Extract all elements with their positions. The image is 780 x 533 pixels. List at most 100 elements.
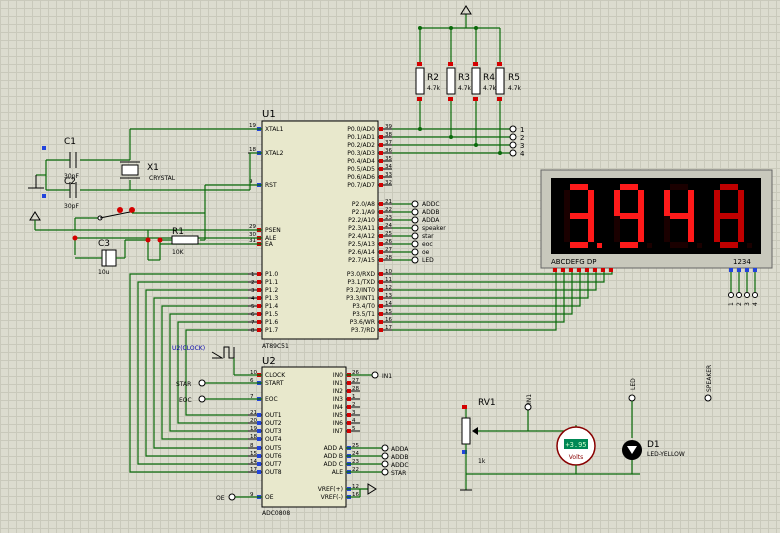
digit-terminal-label: 4 [752,302,759,306]
net-in1-label: IN1 [526,394,533,404]
u1-pin-name: P1.6 [265,319,278,326]
u2-pin-name: IN3 [333,396,343,403]
u1-pin-name: P3.6/WR [350,319,375,326]
u1-pin-name: P1.1 [265,279,278,286]
seven-segment-display[interactable]: ABCDEFG DP 1234 [540,169,773,269]
segment-d [620,242,638,248]
net-terminal[interactable] [411,200,419,208]
potentiometer-rv1[interactable]: RV1 1k IN1 [460,394,640,491]
p0-terminal-label: 4 [520,150,525,158]
net-terminal[interactable] [411,224,419,232]
r4-ref: R4 [483,73,495,83]
u1-pin-name: P2.5/A13 [348,241,375,248]
r4-value: 4.7k [483,85,497,92]
p3-bus-wires [392,272,613,331]
u1-pin-name: P1.2 [265,287,278,294]
reset-button[interactable] [97,207,135,221]
u1-pin-name: P2.3/A11 [348,225,375,232]
u1-pin-number: 12 [385,285,392,291]
segment-a [670,184,688,190]
segment-c [588,216,594,242]
u2-pin-name: VREF(-) [321,494,343,501]
u1-pin-number: 19 [249,123,256,129]
u2-pin-number: 6 [250,378,254,384]
u1-pin-name: P0.4/AD4 [347,158,375,165]
u2-pin-name: IN7 [333,428,343,435]
u1-pin-number: 21 [385,199,392,205]
resistor-r5[interactable]: R5 4.7k [495,28,522,153]
clock-source[interactable]: U2(CLOCK) [172,345,262,376]
segment-e [714,216,720,242]
u2-pin-number: 27 [352,378,359,384]
u2-pin-number: 23 [352,459,359,465]
u1-pin-name: XTAL1 [265,126,284,133]
u2-pin-number: 3 [352,410,356,416]
u1-pin-number: 1 [251,272,255,278]
segment-f [564,190,570,216]
u1-ref: U1 [262,109,276,120]
u1-pin-number: 35 [385,156,392,162]
p0-terminal-1[interactable] [509,125,517,133]
segment-dp [647,243,652,248]
led-d1[interactable]: LED D1 LED-YELLOW [622,378,685,474]
net-addb-label: ADDB [391,454,408,461]
c3-value: 10u [98,269,110,276]
u2-right-nets: IN1 ADDA ADDB ADDC STAR [346,371,409,498]
net-terminal[interactable] [411,248,419,256]
digit-terminal[interactable] [728,292,734,298]
digit-terminal[interactable] [736,292,742,298]
segment-a [720,184,738,190]
u1-pin-name: P3.2/INT0 [346,287,375,294]
net-terminal[interactable] [411,256,419,264]
u1-pin-number: 9 [249,179,253,185]
chip-u1[interactable]: U1 AT89C51 [261,109,379,350]
p0-terminal-3[interactable] [509,141,517,149]
segment-g [670,213,688,219]
u1-pin-name: P2.2/A10 [348,217,375,224]
display-digits [564,184,752,248]
segment-dp [697,243,702,248]
p0-terminal-4[interactable] [509,149,517,157]
capacitor-c2[interactable]: C2 30pF [64,177,79,210]
u1-pin-name: P3.5/T1 [352,311,375,318]
resistor-r3[interactable]: R3 4.7k [446,28,472,137]
u2-pin-name: CLOCK [265,372,286,379]
u1-pin-number: 30 [249,232,256,238]
segment-g [570,213,588,219]
u1-pin-name: P1.3 [265,295,278,302]
r5-ref: R5 [508,73,520,83]
u1-pin-number: 29 [249,224,256,230]
net-terminal[interactable] [411,216,419,224]
chip-u2[interactable]: U2 ADC0808 [261,356,347,517]
u1-pin-name: P0.6/AD6 [347,174,375,181]
speaker-terminal[interactable]: SPEAKER [704,365,713,402]
resistor-r2[interactable]: R2 4.7k [415,28,441,129]
u2-pin-number: 7 [250,394,254,400]
p0-terminal-label: 3 [520,142,524,150]
resistor-r1[interactable]: R1 10K [171,227,199,256]
u2-pin-number: 15 [250,451,257,457]
p2-net-label: oe [422,249,430,256]
x1-value: CRYSTAL [149,175,176,182]
u2-pin-name: OUT1 [265,412,282,419]
net-terminal[interactable] [411,208,419,216]
voltmeter[interactable]: +3.95 Volts [528,425,596,474]
net-in1-label: IN1 [382,373,392,380]
crystal-x1[interactable]: X1 CRYSTAL [120,161,176,182]
resistor-r4[interactable]: R4 4.7k [471,28,497,145]
net-terminal[interactable] [411,240,419,248]
digit-terminal[interactable] [744,292,750,298]
u2-pin-name: IN6 [333,420,343,427]
u2-pin-number: 19 [250,426,257,432]
net-terminal[interactable] [411,232,419,240]
c2-ref: C2 [64,177,76,187]
u2-part: ADC0808 [262,510,290,517]
capacitor-c1[interactable]: C1 30pF [64,137,79,180]
voltmeter-reading: +3.95 [565,441,586,449]
digit-terminal[interactable] [752,292,758,298]
u1-right-pins: 39P0.0/AD038P0.1/AD137P0.2/AD236P0.3/AD3… [346,124,392,334]
u1-pin-name: P3.7/RD [351,327,375,334]
p0-terminal-2[interactable] [509,133,517,141]
